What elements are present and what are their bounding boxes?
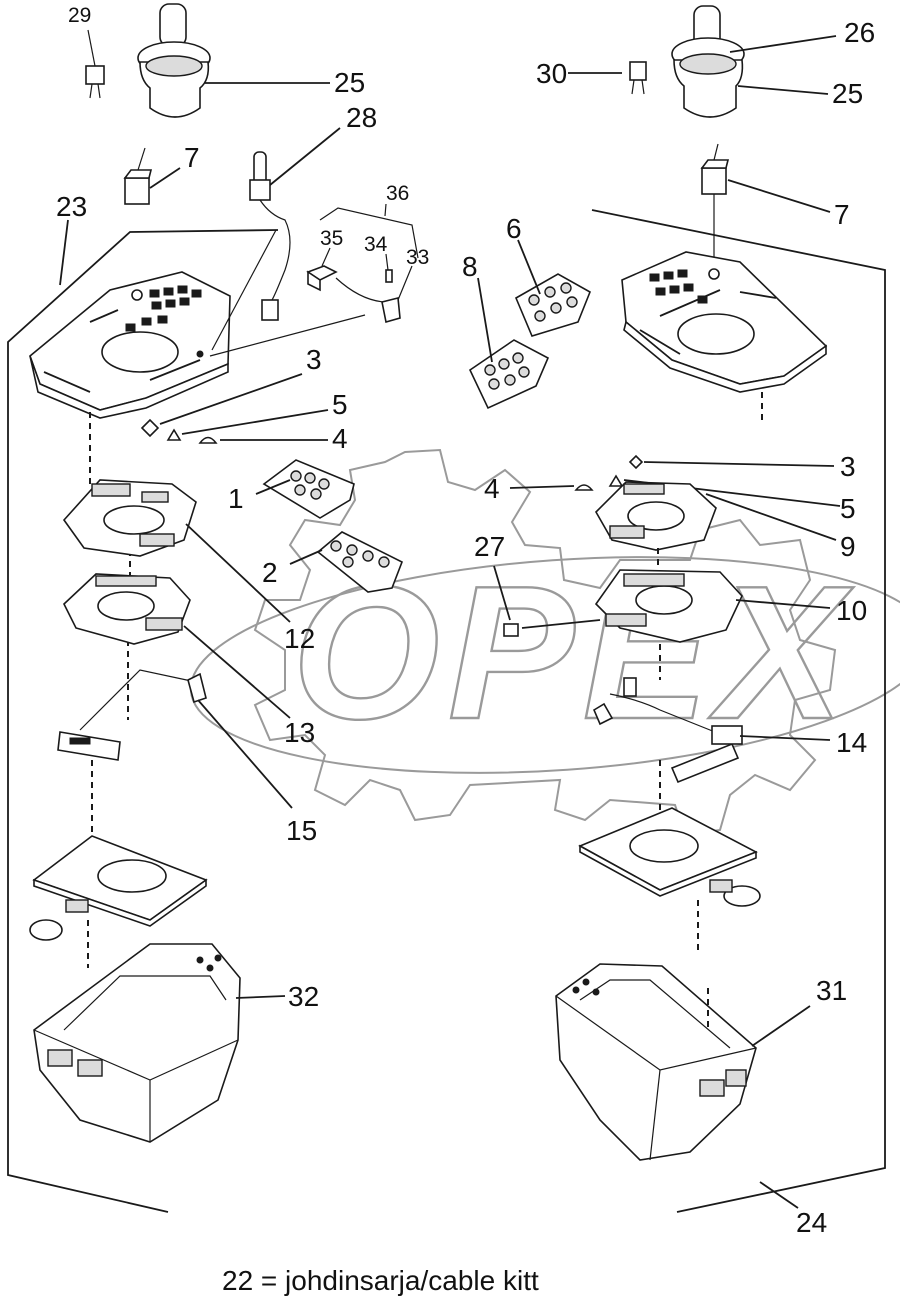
right-assembly-bracket-lines: [591, 209, 886, 1213]
part-6-keypad: [514, 239, 592, 337]
callout-34: 34: [364, 233, 388, 256]
parts-3-4-5-knobs-left: [140, 373, 329, 444]
part-28-lever-sensor: [249, 127, 341, 321]
callout-14: 14: [836, 727, 867, 758]
callout-4-left: 4: [332, 423, 348, 454]
callout-13: 13: [284, 717, 315, 748]
callout-31: 31: [816, 975, 847, 1006]
callout-24: 24: [796, 1207, 827, 1238]
part-2-key-board: [289, 531, 404, 593]
callout-6: 6: [506, 213, 522, 244]
callout-3-right: 3: [840, 451, 856, 482]
callout-9: 9: [840, 531, 856, 562]
part-25-joystick-left: [137, 3, 330, 118]
right-top-control-panel: [621, 251, 828, 424]
part-36-cable-group: [306, 203, 419, 324]
callout-7-right: 7: [834, 199, 850, 230]
callout-5-right: 5: [840, 493, 856, 524]
left-assembly-bracket-lines: [7, 219, 279, 1213]
callout-4-right: 4: [484, 473, 500, 504]
callout-25-right: 25: [832, 78, 863, 109]
callout-8: 8: [462, 251, 478, 282]
callout-5-left: 5: [332, 389, 348, 420]
callout-12: 12: [284, 623, 315, 654]
callout-28: 28: [346, 102, 377, 133]
callout-7-left: 7: [184, 142, 200, 173]
part-27-button: [493, 565, 601, 637]
callout-25-left: 25: [334, 67, 365, 98]
callout-27: 27: [474, 531, 505, 562]
callout-15: 15: [286, 815, 317, 846]
part-1-key-board: [255, 459, 355, 519]
callout-2: 2: [262, 557, 278, 588]
part-29-connector: [85, 29, 105, 99]
part-31-housing-right: [555, 963, 811, 1161]
left-base-plate: [29, 835, 208, 941]
callout-32: 32: [288, 981, 319, 1012]
callout-24-leader: [759, 1181, 799, 1209]
part-32-housing-left: [33, 943, 286, 1143]
part-8-keypad: [468, 277, 550, 410]
part-14-harness-right: [592, 677, 831, 810]
callout-30: 30: [536, 58, 567, 89]
part-10-board-right: [594, 569, 831, 680]
callout-33: 33: [406, 246, 429, 269]
part-25-joystick-right: [671, 5, 837, 118]
part-7-switch-left: [123, 147, 181, 205]
callout-35: 35: [320, 227, 343, 250]
callout-3-left: 3: [306, 344, 322, 375]
part-15-harness-left: [57, 669, 293, 809]
part-30-connector: [568, 61, 647, 95]
callout-23: 23: [56, 191, 87, 222]
callout-10: 10: [836, 595, 867, 626]
callout-26: 26: [844, 17, 875, 48]
callout-1: 1: [228, 483, 244, 514]
part-9-board-right: [595, 481, 837, 570]
left-top-control-panel: [29, 229, 366, 419]
part-12-board-left: [62, 479, 291, 623]
part-13-board-left: [63, 573, 291, 719]
callout-36: 36: [386, 182, 409, 205]
part-7-switch-right: [700, 143, 831, 270]
callout-labels: 29 25 28 7 23 36 35 34 33 3 5 4 8 6 1 2 …: [56, 4, 875, 1238]
callout-29: 29: [68, 4, 91, 27]
right-base-plate: [578, 807, 761, 950]
diagram-caption: 22 = johdinsarja/cable kitt: [222, 1265, 539, 1296]
